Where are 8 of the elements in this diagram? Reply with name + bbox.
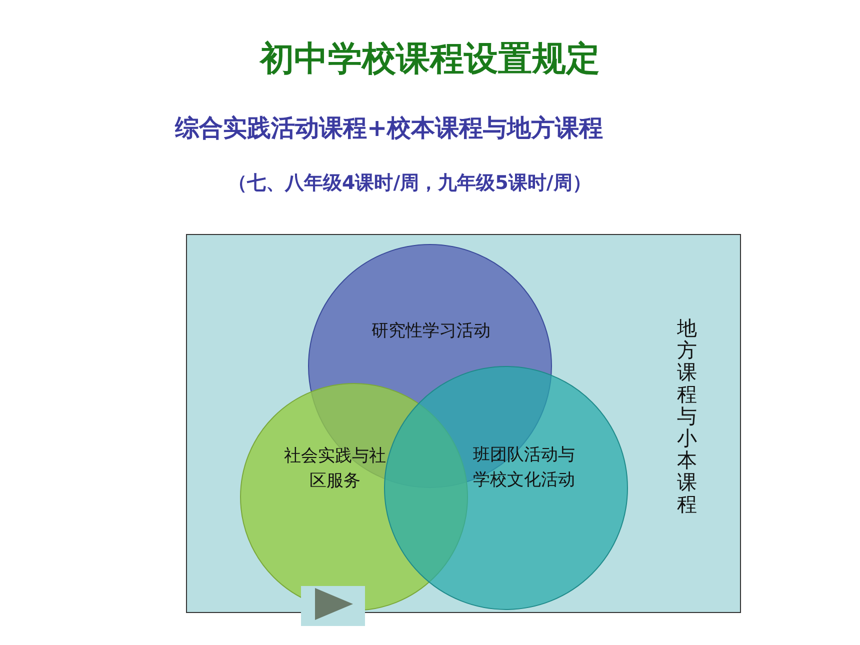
circle-label: 社会实践与社区服务 (283, 445, 387, 493)
panel-background (186, 234, 741, 613)
circle-label: 研究性学习活动 (370, 320, 492, 343)
title: 初中学校课程设置规定 (258, 38, 601, 81)
note: （七、八年级4课时/周，九年级5课时/周） (228, 171, 592, 196)
subtitle: 综合实践活动课程+校本课程与地方课程 (175, 113, 604, 144)
circle-label: 班团队活动与学校文化活动 (472, 444, 576, 492)
vertical-label: 地方课程与小本课程 (676, 317, 698, 515)
